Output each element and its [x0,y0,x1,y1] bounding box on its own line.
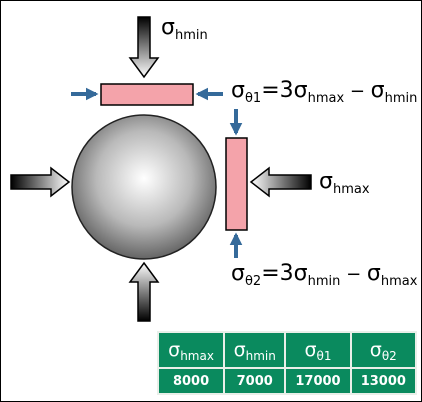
sigma-symbol: σ [231,261,245,286]
vertical-stress-pad [225,137,248,231]
subscript: hmax [332,182,370,197]
subscript: θ1 [244,91,262,106]
equation-sigma-theta1: σθ1=3σhmax − σhmin [231,78,417,106]
table-header-row: σhmax σhmin σθ1 σθ2 [156,331,418,369]
sigma-symbol: σ [369,339,382,361]
sigma-symbol: σ [304,339,317,361]
sigma-symbol: σ [161,15,175,40]
header-sigma-theta1: σθ1 [284,331,352,369]
sigma-symbol: σ [319,169,333,194]
table-row: 8000 7000 17000 13000 [156,367,418,395]
label-sigma-hmin-top: σhmin [161,15,208,43]
stress-table: σhmax σhmin σθ1 σθ2 8000 7000 17000 1300… [156,331,418,395]
header-sigma-hmin: σhmin [223,331,287,369]
label-sigma-hmax-right: σhmax [319,169,370,197]
minus-operator: − [344,81,371,102]
value-sigma-theta1: 17000 [284,367,352,395]
arrow-right-icon [10,166,71,198]
subscript: hmin [384,91,418,106]
sigma-symbol: σ [293,78,308,103]
equation-relation: =3 [261,78,294,103]
value-sigma-hmin: 7000 [223,367,287,395]
subscript: θ2 [244,274,262,289]
equation-relation: =3 [261,261,294,286]
sigma-symbol: σ [293,261,308,286]
subscript: θ2 [381,349,397,363]
subscript: θ1 [316,349,332,363]
minus-operator: − [340,264,367,285]
borehole-circle [71,114,217,260]
header-sigma-hmax: σhmax [156,331,226,369]
horizontal-stress-pad [100,83,194,106]
arrow-down-icon [128,16,160,79]
header-sigma-theta2: σθ2 [349,331,418,369]
subscript: hmin [245,349,276,363]
sigma-symbol: σ [168,339,181,361]
arrow-left-icon [249,166,312,198]
sigma-symbol: σ [370,78,385,103]
value-sigma-theta2: 13000 [349,367,418,395]
subscript: hmax [307,91,345,106]
sigma-symbol: σ [233,339,246,361]
arrow-up-icon [128,261,160,322]
subscript: hmin [307,274,341,289]
subscript: hmax [380,274,418,289]
subscript: hmin [174,28,208,43]
sigma-symbol: σ [231,78,245,103]
subscript: hmax [180,349,214,363]
sigma-symbol: σ [366,261,381,286]
value-sigma-hmax: 8000 [156,367,226,395]
equation-sigma-theta2: σθ2=3σhmin − σhmax [231,261,417,289]
